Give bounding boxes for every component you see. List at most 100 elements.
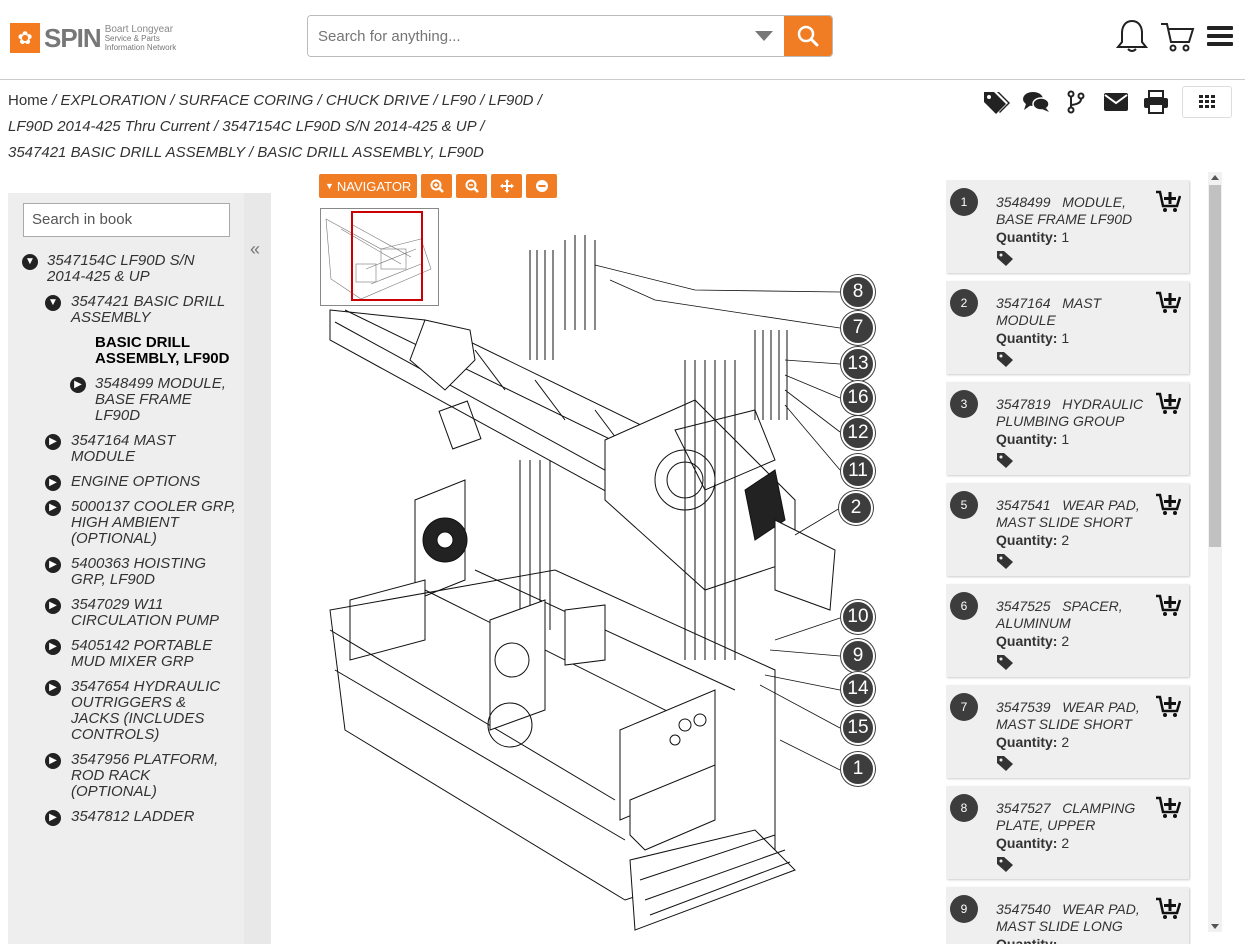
tree-item-current[interactable]: BASIC DRILL ASSEMBLY, LF90D: [22, 335, 237, 367]
crumb-lf90d-2014[interactable]: LF90D 2014-425 Thru Current: [8, 118, 210, 135]
part-number-badge[interactable]: 1: [950, 188, 978, 216]
callout-8[interactable]: 8: [841, 275, 875, 309]
chevron-right-icon[interactable]: ▶: [45, 810, 61, 826]
add-to-cart-icon[interactable]: [1155, 493, 1182, 522]
spin-logo[interactable]: ✿ SPIN Boart Longyear Service & Parts In…: [10, 23, 185, 53]
chevron-down-icon[interactable]: ▼: [45, 295, 61, 311]
add-to-cart-icon[interactable]: [1155, 897, 1182, 926]
add-to-cart-icon[interactable]: [1155, 392, 1182, 421]
tag-icon[interactable]: [996, 856, 1014, 877]
add-to-cart-icon[interactable]: [1155, 695, 1182, 724]
tree-item[interactable]: ▶3547029 W11 CIRCULATION PUMP: [22, 597, 237, 629]
part-number-badge[interactable]: 6: [950, 592, 978, 620]
crumb-surface-coring[interactable]: SURFACE CORING: [178, 92, 314, 109]
scroll-up-icon[interactable]: [1211, 175, 1219, 180]
navigator-button[interactable]: ▼NAVIGATOR: [319, 174, 418, 198]
reset-button[interactable]: [526, 174, 558, 198]
part-description[interactable]: 3547527 CLAMPING PLATE, UPPER: [996, 800, 1146, 834]
chevron-down-icon[interactable]: ▼: [22, 254, 38, 270]
tree-item[interactable]: ▶3547654 HYDRAULIC OUTRIGGERS & JACKS (I…: [22, 679, 237, 743]
crumb-chuck-drive[interactable]: CHUCK DRIVE: [325, 92, 430, 109]
part-number-badge[interactable]: 2: [950, 289, 978, 317]
part-description[interactable]: 3547541 WEAR PAD, MAST SLIDE SHORT: [996, 497, 1146, 531]
add-to-cart-icon[interactable]: [1155, 796, 1182, 825]
pan-button[interactable]: [491, 174, 523, 198]
crumb-3547421[interactable]: 3547421 BASIC DRILL ASSEMBLY: [8, 144, 245, 161]
callout-2[interactable]: 2: [839, 491, 873, 525]
scrollbar-thumb[interactable]: [1209, 185, 1221, 547]
tag-icon[interactable]: [996, 755, 1014, 776]
callout-10[interactable]: 10: [841, 600, 875, 634]
part-number-badge[interactable]: 7: [950, 693, 978, 721]
tag-icon[interactable]: [996, 654, 1014, 675]
menu-icon[interactable]: [1205, 22, 1235, 50]
chevron-right-icon[interactable]: ▶: [45, 680, 61, 696]
part-number-badge[interactable]: 8: [950, 794, 978, 822]
crumb-lf90[interactable]: LF90: [441, 92, 476, 109]
callout-14[interactable]: 14: [841, 672, 875, 706]
callout-11[interactable]: 11: [841, 454, 875, 488]
grid-view-button[interactable]: [1182, 86, 1232, 118]
parts-diagram[interactable]: 8 7 13 16 12 11 2 10 9 14 15 1: [275, 210, 935, 944]
search-button[interactable]: [784, 16, 832, 56]
add-to-cart-icon[interactable]: [1155, 190, 1182, 219]
callout-9[interactable]: 9: [841, 639, 875, 673]
part-description[interactable]: 3547164 MAST MODULE: [996, 295, 1146, 329]
chevron-right-icon[interactable]: ▶: [70, 377, 86, 393]
tags-button[interactable]: [976, 87, 1016, 117]
parts-scrollbar[interactable]: [1208, 172, 1222, 932]
tag-icon[interactable]: [996, 351, 1014, 372]
email-button[interactable]: [1096, 87, 1136, 117]
branch-button[interactable]: [1056, 87, 1096, 117]
tree-item[interactable]: ▶ENGINE OPTIONS: [22, 474, 237, 491]
chevron-right-icon[interactable]: ▶: [45, 598, 61, 614]
callout-13[interactable]: 13: [841, 347, 875, 381]
bell-icon[interactable]: [1115, 18, 1149, 54]
callout-1[interactable]: 1: [841, 752, 875, 786]
add-to-cart-icon[interactable]: [1155, 594, 1182, 623]
tag-icon[interactable]: [996, 452, 1014, 473]
tree-item[interactable]: ▶3548499 MODULE, BASE FRAME LF90D: [22, 376, 237, 424]
part-number-badge[interactable]: 9: [950, 895, 978, 923]
collapse-sidebar-icon[interactable]: «: [250, 239, 261, 259]
cart-icon[interactable]: [1159, 18, 1195, 54]
tag-icon[interactable]: [996, 250, 1014, 271]
part-number-badge[interactable]: 3: [950, 390, 978, 418]
navigator-viewport[interactable]: [351, 211, 423, 301]
chevron-right-icon[interactable]: ▶: [45, 475, 61, 491]
part-description[interactable]: 3547539 WEAR PAD, MAST SLIDE SHORT: [996, 699, 1146, 733]
chevron-right-icon[interactable]: ▶: [45, 434, 61, 450]
tree-item[interactable]: ▶3547164 MAST MODULE: [22, 433, 237, 465]
chevron-right-icon[interactable]: ▶: [45, 753, 61, 769]
crumb-exploration[interactable]: EXPLORATION: [60, 92, 167, 109]
tree-item[interactable]: ▶3547812 LADDER: [22, 809, 237, 826]
zoom-in-button[interactable]: [421, 174, 453, 198]
tree-item[interactable]: ▶5400363 HOISTING GRP, LF90D: [22, 556, 237, 588]
chevron-right-icon[interactable]: ▶: [45, 639, 61, 655]
part-description[interactable]: 3547819 HYDRAULIC PLUMBING GROUP: [996, 396, 1146, 430]
search-input[interactable]: [308, 16, 744, 56]
zoom-out-button[interactable]: [456, 174, 488, 198]
print-button[interactable]: [1136, 87, 1176, 117]
crumb-3547154c[interactable]: 3547154C LF90D S/N 2014-425 & UP: [222, 118, 477, 135]
search-dropdown-button[interactable]: [744, 16, 784, 56]
callout-16[interactable]: 16: [841, 381, 875, 415]
tree-item[interactable]: ▶3547956 PLATFORM, ROD RACK (OPTIONAL): [22, 752, 237, 800]
book-search-input[interactable]: Search in book: [23, 203, 230, 237]
crumb-home[interactable]: Home: [8, 92, 49, 109]
tree-item[interactable]: ▶5405142 PORTABLE MUD MIXER GRP: [22, 638, 237, 670]
add-to-cart-icon[interactable]: [1155, 291, 1182, 320]
part-description[interactable]: 3548499 MODULE, BASE FRAME LF90D: [996, 194, 1146, 228]
navigator-thumbnail[interactable]: [320, 208, 439, 306]
tag-icon[interactable]: [996, 553, 1014, 574]
chevron-right-icon[interactable]: ▶: [45, 500, 61, 516]
crumb-lf90d[interactable]: LF90D: [488, 92, 534, 109]
